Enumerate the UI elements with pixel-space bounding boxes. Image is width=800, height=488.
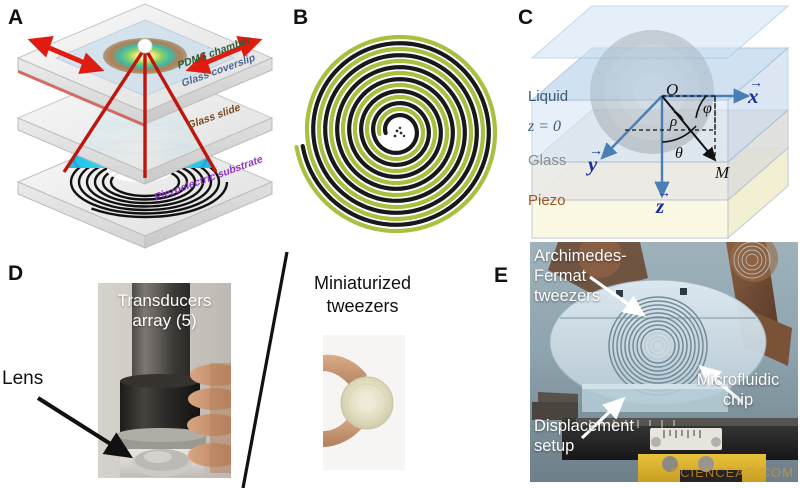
- label-displacement-setup: Displacement setup: [534, 416, 634, 456]
- label-microfluidic-chip: Microfluidic chip: [682, 370, 794, 410]
- medium-liquid-label: Liquid: [528, 88, 569, 105]
- tweezers-line2: Fermat: [534, 267, 587, 286]
- mini-line1: Miniaturized: [313, 273, 412, 293]
- angle-theta-label: θ: [675, 145, 683, 162]
- spiral-arm-dark: [300, 41, 491, 227]
- tweezers-line3: tweezers: [534, 287, 601, 306]
- axis-z-label: z→: [656, 186, 671, 218]
- vector-om: [661, 95, 717, 162]
- experimental-setup-photo: Archimedes- Fermat tweezers Microfluidic…: [530, 242, 798, 482]
- panel-b-letter: B: [293, 6, 309, 29]
- transducer-array-photo: Transducers array (5): [98, 283, 231, 478]
- projection-lines: [625, 95, 716, 160]
- manipulation-arrows: [27, 36, 263, 74]
- acoustic-focus-sphere: [590, 30, 714, 154]
- radius-rho-label: ρ: [670, 114, 678, 130]
- panel-c: C: [510, 0, 800, 250]
- panel-c-letter: C: [518, 6, 534, 29]
- arrow-to-tweezers: [589, 275, 646, 317]
- lens-label: Lens: [2, 368, 44, 389]
- panel-d: D: [0, 250, 480, 488]
- spiral-arm-light: [294, 34, 498, 234]
- panel-a: A: [0, 0, 285, 250]
- panel-e-letter: E: [494, 264, 509, 287]
- point-m-label: M: [715, 163, 730, 182]
- setup-line1: Displacement: [534, 417, 634, 435]
- label-archimedes-fermat-tweezers: Archimedes- Fermat tweezers: [534, 246, 627, 306]
- coordinate-system-diagram: [530, 5, 790, 240]
- acoustic-beams: [62, 47, 218, 178]
- watermark: SCIENCEAG.COM: [670, 465, 794, 480]
- medium-piezo-label: Piezo: [528, 192, 566, 209]
- trapped-particle: [137, 38, 153, 54]
- arc-phi: [695, 95, 707, 119]
- chip-line2: chip: [722, 391, 754, 410]
- panel-e: E: [480, 240, 800, 488]
- axis-y: [600, 95, 663, 160]
- axis-x-label: x→: [748, 76, 763, 108]
- mini-line2: tweezers: [326, 295, 399, 316]
- panel-a-letter: A: [8, 6, 24, 29]
- coverslip-edge: [18, 70, 145, 127]
- spiral-electrode-pattern: [294, 34, 498, 234]
- angle-phi-label: φ: [703, 100, 712, 117]
- angle-arcs: [661, 95, 707, 143]
- arrow-to-chip: [698, 364, 744, 404]
- plane-z-zero: [532, 48, 788, 100]
- chip-line1: Microfluidic: [696, 371, 780, 389]
- arc-theta: [661, 125, 697, 143]
- transducers-overlay-line1: Transducers: [117, 291, 212, 310]
- slab-liquid: [530, 5, 790, 164]
- setup-line2: setup: [534, 437, 575, 456]
- axis-y-label: y→: [588, 144, 603, 176]
- panel-a-illustration: [16, 3, 274, 249]
- arc-rho: [673, 111, 683, 119]
- center-particles: [393, 126, 406, 138]
- panel-d-letter: D: [8, 262, 24, 285]
- point-origin-label: O: [666, 80, 679, 99]
- plane-z0-label: z = 0: [528, 118, 562, 135]
- transducers-overlay-line2: array (5): [132, 311, 197, 330]
- panel-b: B: [285, 0, 510, 250]
- arrow-to-displacement: [580, 396, 626, 440]
- tweezers-line1: Archimedes-: [534, 247, 627, 265]
- medium-glass-label: Glass: [528, 152, 567, 169]
- miniaturized-tweezers-photo: [323, 335, 405, 470]
- miniaturized-tweezers-label: Miniaturized tweezers: [280, 272, 445, 317]
